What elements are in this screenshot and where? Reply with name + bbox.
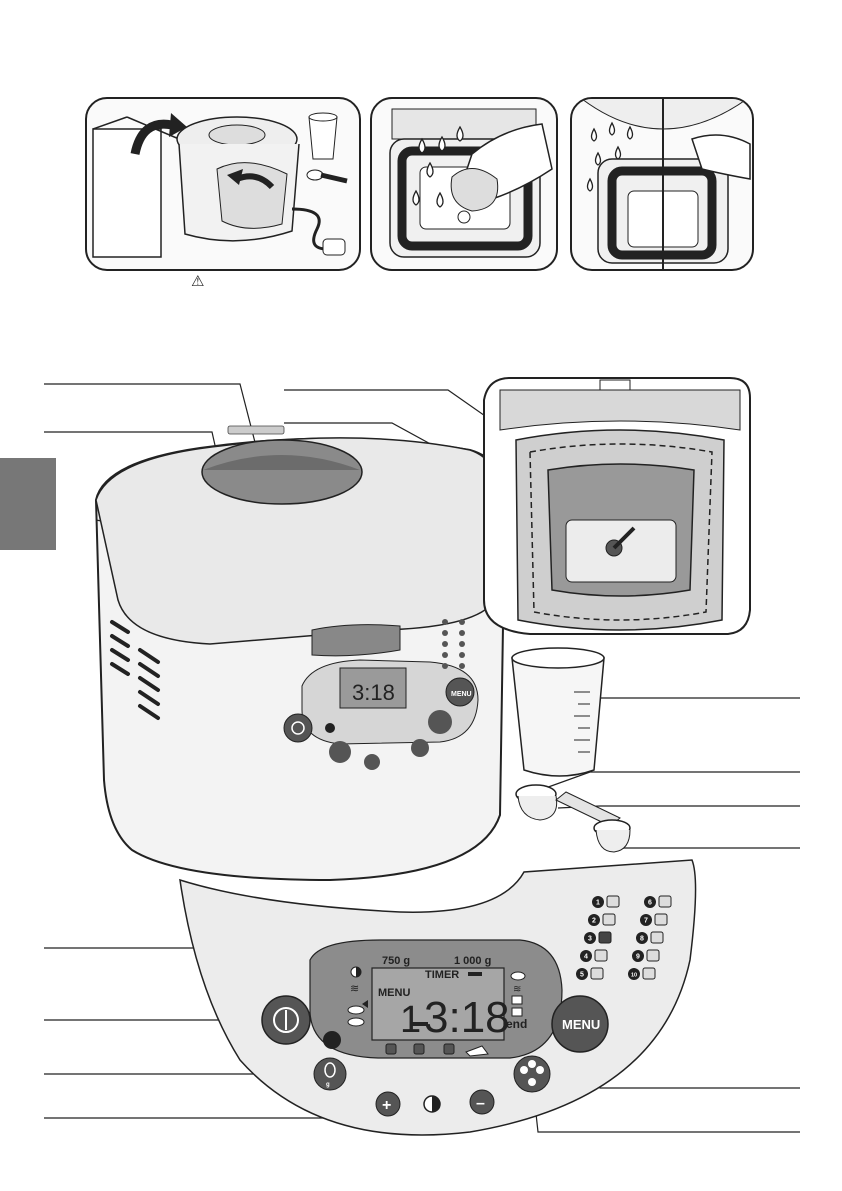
plus-label: + [382, 1097, 391, 1114]
program-selector-button[interactable] [513, 1055, 551, 1093]
svg-text:g: g [326, 1082, 330, 1088]
program-number-badge-3 [584, 932, 596, 944]
heat-icon: ≋ [350, 983, 359, 995]
program-number-badge-10 [628, 968, 640, 980]
cleaning-pan-illustration [389, 108, 553, 258]
minus-button[interactable]: – [469, 1089, 495, 1115]
slice-icon [465, 1045, 489, 1057]
program-bread-icon [654, 913, 668, 926]
weight-icon [324, 1062, 336, 1078]
program-number-badge-1 [592, 896, 604, 908]
program-number-label: 6 [648, 900, 652, 907]
program-bread-icon [598, 931, 612, 944]
mini-display-time: 3:18 [352, 680, 395, 705]
browning-select-icon [423, 1095, 441, 1113]
program-number-label: 8 [640, 936, 644, 943]
drying-lid-illustration [581, 99, 751, 269]
weight-750-label: 750 g [382, 955, 410, 967]
menu-button[interactable]: MENU [551, 995, 609, 1053]
loaf-icon-3 [443, 1043, 455, 1055]
menu-button-label: MENU [562, 1017, 600, 1032]
bread-icon-1 [347, 1005, 365, 1015]
progress-mark-icon [412, 1022, 428, 1026]
indicator-light [323, 1031, 341, 1049]
top-mark-icon [468, 972, 482, 976]
program-number-badge-7 [640, 914, 652, 926]
program-number-badge-4 [580, 950, 592, 962]
time-display: 3:18 [424, 993, 510, 1042]
program-number-label: 9 [636, 954, 640, 961]
program-list: 1 2 3 4 5 6 7 8 9 10 [576, 895, 672, 980]
program-number-badge-6 [644, 896, 656, 908]
panel-drying-lid [570, 97, 754, 271]
weight-button[interactable]: g [313, 1057, 347, 1091]
program-bread-icon [602, 913, 616, 926]
minus-label: – [476, 1095, 485, 1112]
program-number-badge-5 [576, 968, 588, 980]
rise-icon: ≋ [513, 984, 521, 995]
bread-icon-2 [347, 1017, 365, 1027]
cursor-arrow-icon [362, 1000, 368, 1008]
program-bread-icon [594, 949, 608, 962]
menu-display-label: MENU [378, 987, 410, 999]
power-button[interactable] [261, 995, 311, 1045]
plus-button[interactable]: + [375, 1091, 401, 1117]
end-label: end [506, 1017, 527, 1031]
unpacking-illustration [92, 112, 348, 258]
dough-icon [510, 971, 526, 981]
warning-icon: ⚠ [191, 272, 205, 290]
mini-menu-label: MENU [451, 691, 472, 698]
weight-1000-label: 1 000 g [454, 955, 491, 967]
program-number-label: 10 [631, 973, 637, 979]
program-bread-icon [590, 967, 604, 980]
browning-icon [350, 966, 362, 978]
panel-cleaning-pan [370, 97, 558, 271]
loaf-icon-1 [385, 1043, 397, 1055]
bake-icon [511, 1007, 523, 1017]
program-number-label: 4 [584, 954, 588, 961]
program-number-badge-2 [588, 914, 600, 926]
program-number-label: 5 [580, 972, 584, 979]
program-number-label: 1 [596, 900, 600, 907]
program-number-badge-8 [636, 932, 648, 944]
program-number-label: 2 [592, 918, 596, 925]
power-icon [273, 1007, 299, 1033]
program-bread-icon [650, 931, 664, 944]
program-number: 1 [400, 999, 421, 1041]
timer-label: TIMER [425, 969, 459, 981]
program-bread-icon [642, 967, 656, 980]
section-tab [0, 458, 56, 550]
program-number-label: 7 [644, 918, 648, 925]
program-number-label: 3 [588, 936, 592, 943]
program-number-badge-9 [632, 950, 644, 962]
program-bread-icon [658, 895, 672, 908]
panel-unpacking [85, 97, 361, 271]
program-bread-icon [606, 895, 620, 908]
loaf-icon-2 [413, 1043, 425, 1055]
program-selector-icon [528, 1078, 536, 1086]
program-bread-icon [646, 949, 660, 962]
pan-icon [511, 995, 523, 1005]
